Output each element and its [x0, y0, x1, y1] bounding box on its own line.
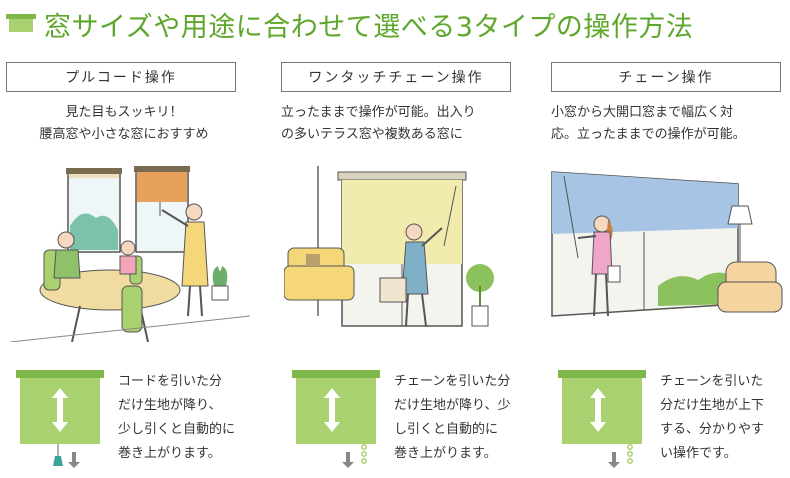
type-chain: チェーン操作 小窓から大開口窓まで幅広く対応。立ったままでの操作が可能。 — [551, 62, 790, 146]
page-title: 窓サイズや用途に合わせて選べる3タイプの操作方法 — [44, 11, 694, 43]
type-pull-cord: プルコード操作 見た目もスッキリ！腰高窓や小さな窓におすすめ — [6, 62, 246, 146]
page-header: 窓サイズや用途に合わせて選べる3タイプの操作方法 — [6, 4, 693, 44]
type-label: チェーン操作 — [551, 62, 781, 92]
type-one-touch-chain: ワンタッチチェーン操作 立ったままで操作が可能。出入りの多いテラス窓や複数ある窓… — [281, 62, 521, 146]
one-touch-chain-mechanism: チェーンを引いた分だけ生地が降り、少 し引くと自動的に巻き上がります。 — [282, 370, 537, 470]
chain-scene-illustration — [551, 171, 783, 317]
type-description: 小窓から大開口窓まで幅広く対応。立ったままでの操作が可能。 — [551, 105, 746, 142]
type-label: プルコード操作 — [6, 62, 236, 92]
one-touch-chain-scene-illustration — [284, 166, 494, 327]
pull-cord-scene-illustration — [10, 166, 250, 342]
pull-cord-mechanism: コードを引いた分だけ生地が降り、 少し引くと自動的に巻き上がります。 — [6, 370, 261, 470]
roller-blind-icon — [6, 14, 36, 34]
type-description: 立ったままで操作が可能。出入りの多いテラス窓や複数ある窓に — [281, 105, 476, 142]
mechanism-description: チェーンを引いた分だけ生地が上下 する、分かりやすい操作です。 — [660, 374, 765, 461]
mechanism-description: チェーンを引いた分だけ生地が降り、少 し引くと自動的に巻き上がります。 — [394, 374, 511, 461]
chain-mechanism: チェーンを引いた分だけ生地が上下 する、分かりやすい操作です。 — [548, 370, 790, 470]
one-touch-chain-icon — [292, 370, 380, 468]
chain-icon — [558, 370, 646, 468]
type-label: ワンタッチチェーン操作 — [281, 62, 511, 92]
mechanism-description: コードを引いた分だけ生地が降り、 少し引くと自動的に巻き上がります。 — [118, 374, 236, 461]
pull-cord-icon — [16, 370, 104, 468]
type-description: 見た目もスッキリ！腰高窓や小さな窓におすすめ — [39, 105, 209, 142]
